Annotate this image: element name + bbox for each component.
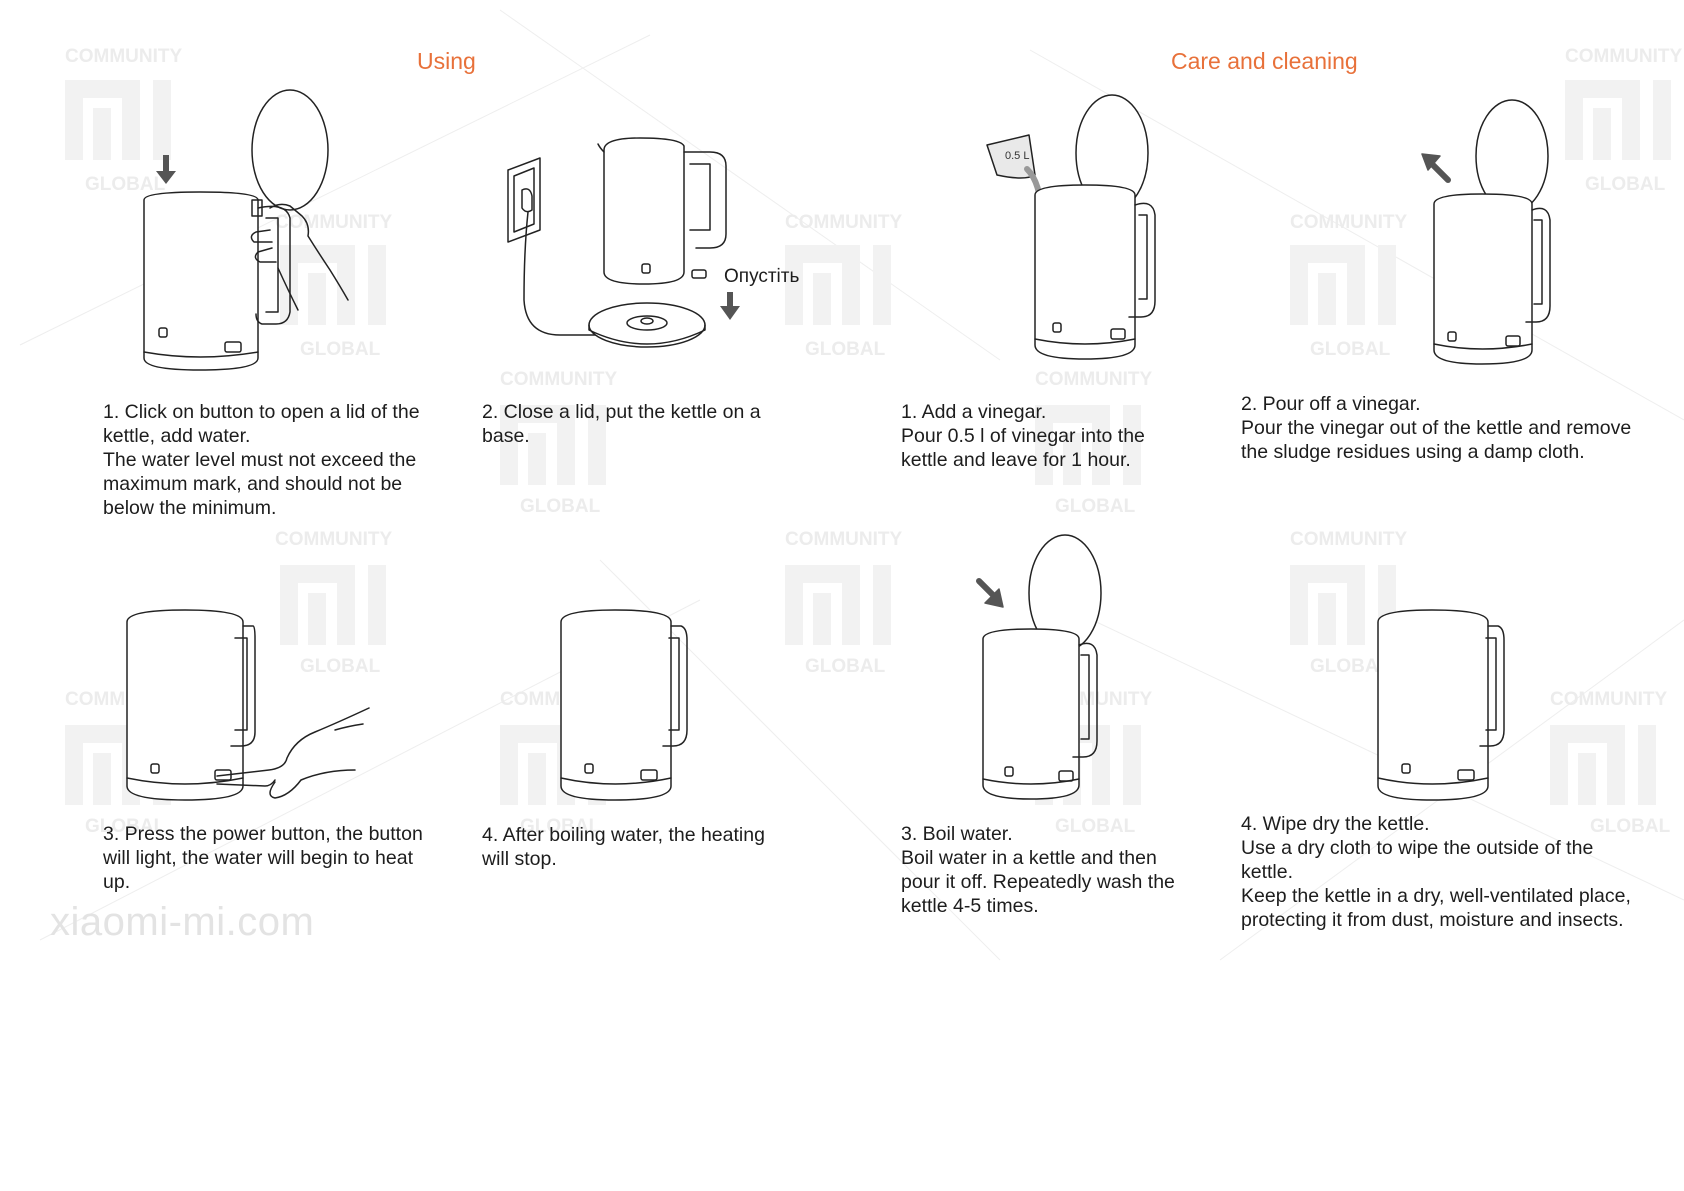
watermark-site: xiaomi-mi.com: [50, 900, 315, 944]
kettle-icon: [126, 609, 256, 801]
down-arrow-icon: [720, 292, 740, 320]
illustration-boil-water: [976, 534, 1102, 800]
kettle-icon: [1034, 94, 1156, 360]
svg-text:COMMUNITY: COMMUNITY: [275, 529, 392, 550]
svg-text:GLOBAL: GLOBAL: [1310, 339, 1391, 360]
care-step-3: 3. Boil water.Boil water in a kettle and…: [901, 823, 1175, 917]
hand-icon: [250, 203, 349, 311]
svg-text:GLOBAL: GLOBAL: [805, 656, 886, 677]
svg-text:COMMUNITY: COMMUNITY: [1550, 689, 1667, 710]
kettle-icon: [597, 137, 727, 285]
illustration-pour-off: [1421, 99, 1551, 365]
section-heading-care: Care and cleaning: [1171, 48, 1358, 74]
svg-text:COMMUNITY: COMMUNITY: [65, 46, 182, 67]
illustration-open-lid: [143, 89, 349, 371]
illustration-press-button: [126, 609, 370, 801]
measuring-cup-icon: 0.5 L: [986, 134, 1044, 218]
care-step-2: 2. Pour off a vinegar.Pour the vinegar o…: [1241, 393, 1632, 463]
svg-text:COMMUNITY: COMMUNITY: [1290, 529, 1407, 550]
svg-text:0.5 L: 0.5 L: [1005, 150, 1029, 162]
care-step-4: 4. Wipe dry the kettle.Use a dry cloth t…: [1241, 813, 1631, 931]
lower-label: Опустіть: [724, 266, 800, 287]
svg-text:COMMUNITY: COMMUNITY: [1565, 46, 1682, 67]
kettle-icon: [982, 534, 1102, 800]
hand-icon: [216, 707, 370, 799]
kettle-icon: [143, 89, 329, 371]
kettle-icon: [1433, 99, 1551, 365]
down-arrow-icon: [156, 155, 176, 184]
base-icon: [588, 302, 706, 348]
illustration-close-lid: [507, 137, 740, 348]
socket-icon: [507, 157, 601, 336]
illustration-add-vinegar: 0.5 L: [986, 94, 1156, 360]
kettle-icon: [1377, 609, 1505, 801]
svg-text:GLOBAL: GLOBAL: [805, 339, 886, 360]
illustration-wipe-dry: [1377, 609, 1505, 801]
svg-text:COMMUNITY: COMMUNITY: [1035, 369, 1152, 390]
kettle-icon: [560, 609, 688, 801]
care-step-1: 1. Add a vinegar.Pour 0.5 l of vinegar i…: [901, 401, 1145, 471]
svg-text:GLOBAL: GLOBAL: [1055, 496, 1136, 517]
svg-text:GLOBAL: GLOBAL: [520, 496, 601, 517]
illustration-heating-stops: [560, 609, 688, 801]
svg-text:COMMUNITY: COMMUNITY: [500, 369, 617, 390]
svg-text:COMMUNITY: COMMUNITY: [1290, 212, 1407, 233]
svg-text:COMMUNITY: COMMUNITY: [785, 529, 902, 550]
down-right-arrow-icon: [976, 578, 1004, 608]
up-left-arrow-icon: [1421, 153, 1451, 183]
section-heading-using: Using: [417, 48, 476, 74]
